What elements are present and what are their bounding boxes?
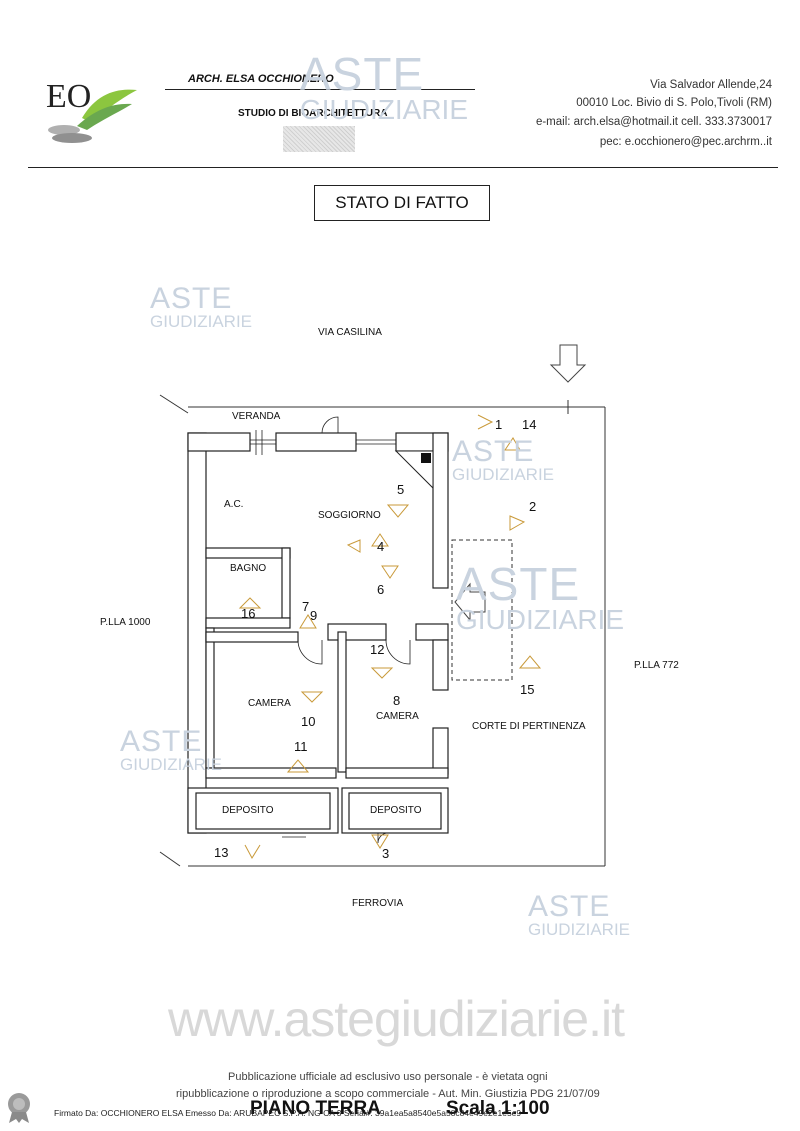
photo-point: 1: [495, 417, 503, 432]
room-camera-left: CAMERA: [248, 698, 291, 709]
lot-boundary: [159, 394, 189, 414]
watermark-aste-top: ASTE GIUDIZIARIE: [300, 48, 469, 125]
room-bagno: BAGNO: [230, 563, 267, 574]
photo-point: 15: [520, 682, 535, 697]
corte-arrow-icon: [454, 582, 486, 622]
pec-line: pec: e.occhionero@pec.archrm..it: [599, 136, 772, 148]
room-deposito-right: DEPOSITO: [370, 805, 422, 816]
room-soggiorno: SOGGIORNO: [318, 510, 381, 521]
street-north: VIA CASILINA: [318, 327, 382, 338]
digital-signature-line: Firmato Da: OCCHIONERO ELSA Emesso Da: A…: [54, 1108, 522, 1118]
room-veranda: VERANDA: [232, 411, 281, 422]
address-line-1: Via Salvador Allende,24: [650, 79, 772, 91]
photo-point: 11: [294, 739, 308, 754]
walls: [187, 432, 449, 834]
photo-point: 12: [370, 642, 385, 657]
architect-name: ARCH. ELSA OCCHIONERO: [188, 73, 334, 85]
photo-point: 2: [529, 499, 537, 514]
photo-point: 7: [302, 599, 310, 614]
page-title: STATO DI FATTO: [335, 193, 469, 212]
seal-icon: [8, 1093, 30, 1123]
photo-point: 14: [522, 417, 537, 432]
entry-arrow-icon: [549, 344, 587, 383]
photo-view-markers: [238, 414, 542, 860]
photo-point: 5: [397, 482, 405, 497]
neighbor-west: P.LLA 1000: [100, 617, 151, 628]
photo-point: 13: [214, 845, 229, 860]
logo-initials: EO: [46, 78, 92, 115]
street-south: FERROVIA: [352, 898, 404, 909]
footer-notice-2: ripubblicazione o riproduzione a scopo c…: [176, 1088, 600, 1100]
signature-scribble: [283, 126, 355, 152]
email-line: e-mail: arch.elsa@hotmail.it cell. 333.3…: [535, 116, 772, 128]
photo-point: 6: [377, 582, 385, 597]
photo-point: 8: [393, 693, 401, 708]
plan-scale: Scala 1:100: [446, 1098, 550, 1119]
corte-area: [451, 539, 513, 681]
header-rule-short: [165, 89, 475, 90]
room-deposito-left: DEPOSITO: [222, 805, 274, 816]
studio-name: STUDIO DI BIOARCHITETTURA: [238, 108, 388, 119]
photo-point: 4: [377, 539, 385, 554]
footer-notice-1: Pubblicazione ufficiale ad esclusivo uso…: [228, 1071, 548, 1083]
address-line-2: 00010 Loc. Bivio di S. Polo,Tivoli (RM): [576, 97, 772, 109]
leaf-logo-icon: [48, 89, 137, 143]
title-box: STATO DI FATTO: [314, 185, 490, 221]
room-corte: CORTE DI PERTINENZA: [472, 721, 586, 732]
studio-logo: EO: [42, 78, 142, 148]
room-camera-right: CAMERA: [376, 711, 419, 722]
room-ac: A.C.: [224, 499, 244, 510]
photo-point: 16: [241, 606, 256, 621]
header-divider: [28, 167, 778, 168]
neighbor-east: P.LLA 772: [634, 660, 679, 671]
photo-point: 9: [310, 608, 318, 623]
plan-caption: PIANO TERRA: [250, 1098, 381, 1119]
photo-point: 3: [382, 846, 390, 861]
watermark-site: www.astegiudiziarie.it: [168, 991, 625, 1047]
photo-point: 10: [301, 714, 316, 729]
